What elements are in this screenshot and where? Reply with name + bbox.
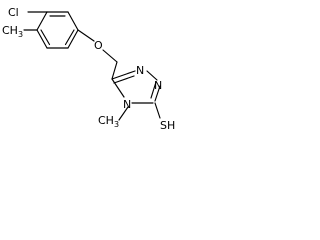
n-methyl-label: CH3 xyxy=(98,114,119,129)
ring-double-bond xyxy=(64,29,75,46)
ether-bond xyxy=(77,29,95,42)
thiol-bond xyxy=(154,102,161,119)
ring-bond xyxy=(67,29,79,49)
aryl-methyl-label: CH3 xyxy=(2,24,23,39)
ring-bond xyxy=(36,29,48,49)
thiol-label: SH xyxy=(160,119,175,132)
ring-bond xyxy=(154,85,161,102)
chlorine-label: Cl xyxy=(8,6,19,19)
nitrogen-label: N xyxy=(136,64,144,77)
nitrogen-label: N xyxy=(123,98,131,111)
methyl-ch: CH xyxy=(98,114,114,127)
methyl-subscript: 3 xyxy=(114,120,119,129)
nitrogen-label: N xyxy=(154,79,162,92)
ring-double-bond xyxy=(150,81,157,99)
ether-bond xyxy=(102,49,118,63)
triazole-ring xyxy=(111,70,161,104)
ring-double-bond xyxy=(113,75,135,84)
benzene-ring xyxy=(36,11,79,49)
ring-bond xyxy=(146,70,158,81)
oxygen-label: O xyxy=(94,39,103,52)
ring-bond xyxy=(111,78,125,98)
n-methyl-bond xyxy=(118,106,129,121)
molecule-structure-diagram: Cl O N N N SH CH3 CH3 xyxy=(2,6,175,132)
ring-bond xyxy=(111,70,136,80)
ring-bond xyxy=(36,11,48,31)
methyl-ch: CH xyxy=(2,24,18,37)
methyl-subscript: 3 xyxy=(18,30,23,39)
methylene-bond xyxy=(111,61,118,80)
ring-bond xyxy=(67,11,79,31)
ring-double-bond xyxy=(40,29,51,46)
